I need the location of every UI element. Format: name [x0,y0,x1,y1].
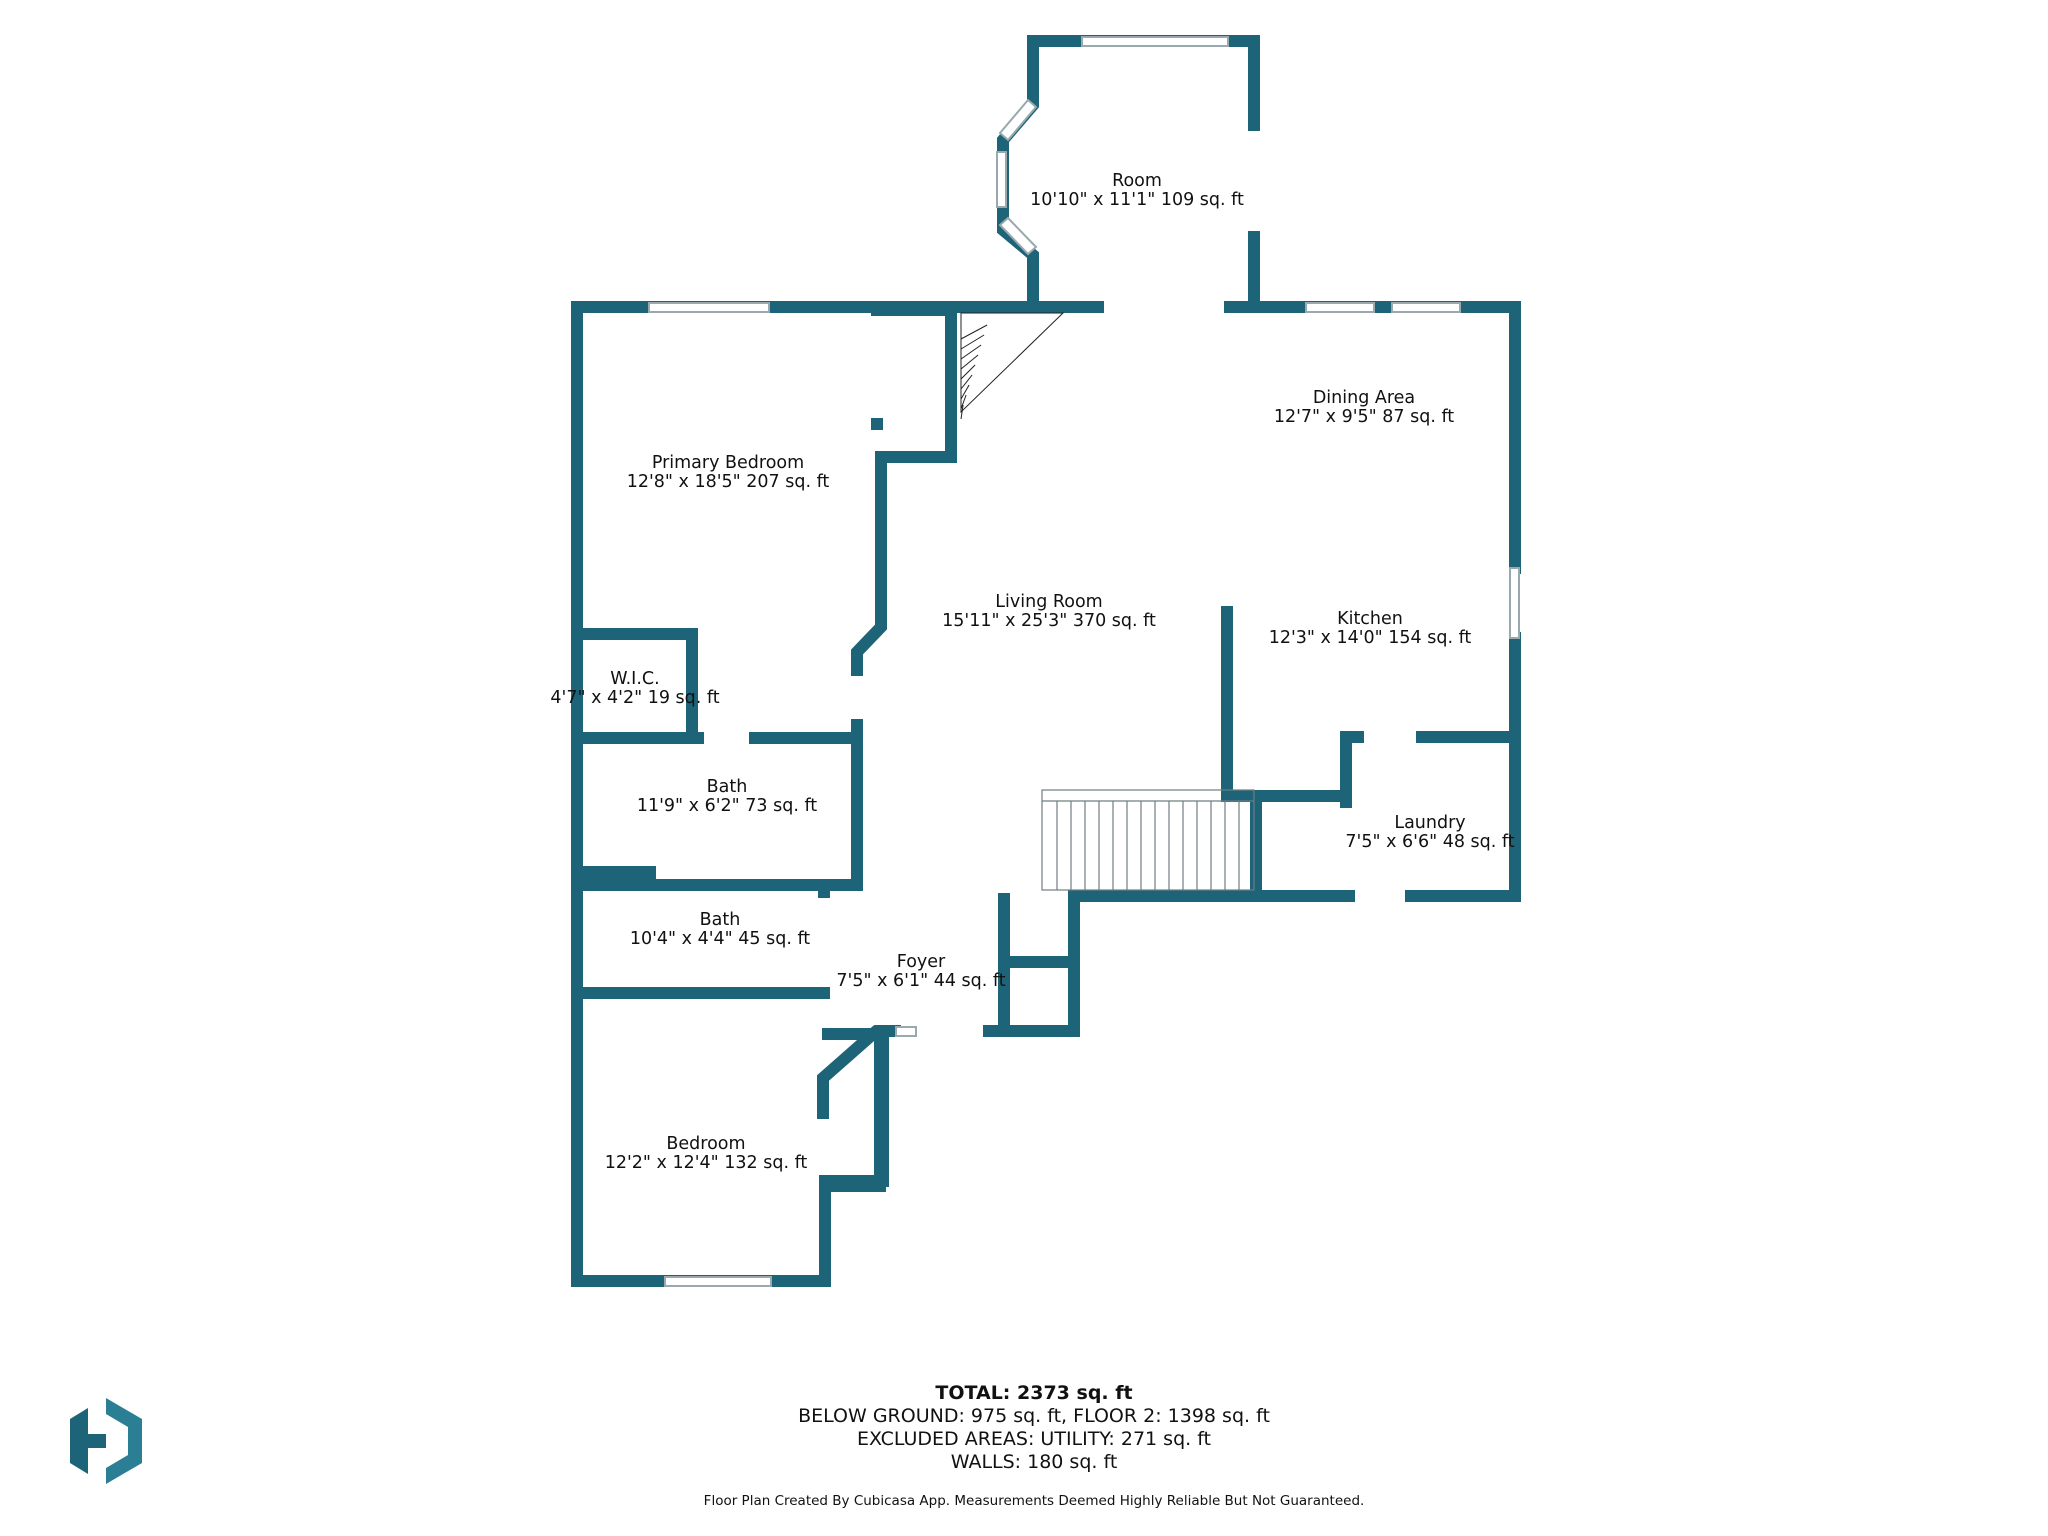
chimney-hatch-line [960,324,988,340]
summary-line-3: WALLS: 180 sq. ft [950,1451,1118,1473]
bath-vanity [580,866,656,891]
window-sunroom-top [1081,36,1229,47]
chimney-hatch [960,324,988,420]
window-kitchen-right [1509,567,1520,639]
window-primary-top [648,302,770,313]
summary-line-2: EXCLUDED AREAS: UTILITY: 271 sq. ft [856,1428,1212,1450]
room-label-bath-2: Bath 10'4" x 4'4" 45 sq. ft [629,910,811,949]
room-label-living-room: Living Room 15'11" x 25'3" 370 sq. ft [942,592,1156,631]
chimney-hatch-line [960,394,967,410]
laundry-wall-left [1340,731,1364,808]
wic-wall [574,628,698,744]
window-foyer [895,1026,917,1037]
chimney-hatch-line [960,334,985,350]
total-area: TOTAL: 2373 sq. ft [935,1382,1133,1404]
closet-wall [851,304,957,676]
chimney [960,312,1065,414]
chimney-hatch-line [960,384,970,400]
summary-line-1: BELOW GROUND: 975 sq. ft, FLOOR 2: 1398 … [798,1405,1270,1427]
foyer-wall-right [983,890,1080,1037]
stair-treads [1056,801,1240,890]
room-label-wic: W.I.C. 4'7" x 4'2" 19 sq. ft [550,669,720,708]
window-bedroom-bottom [664,1276,772,1287]
area-summary: TOTAL: 2373 sq. ft BELOW GROUND: 975 sq.… [798,1382,1270,1474]
walls [571,35,1521,1287]
outer-wall-top-right [1224,301,1521,574]
outer-wall-right [1405,632,1521,902]
room-label-primary-bedroom: Primary Bedroom 12'8" x 18'5" 207 sq. ft [626,453,830,492]
window-dining-a [1305,302,1375,313]
bedroom-closet-angle [817,1025,882,1119]
disclaimer: Floor Plan Created By Cubicasa App. Meas… [703,1493,1365,1509]
room-label-sunroom: Room 10'10" x 11'1" 109 sq. ft [1030,171,1244,210]
room-label-foyer: Foyer 7'5" x 6'1" 44 sq. ft [836,952,1006,991]
windows [648,36,1520,1287]
room-label-bedroom: Bedroom 12'2" x 12'4" 132 sq. ft [604,1134,808,1173]
room-label-laundry: Laundry 7'5" x 6'6" 48 sq. ft [1345,813,1515,852]
chimney-hatch-line [960,364,976,380]
stairs [1041,789,1255,891]
room-label-kitchen: Kitchen 12'3" x 14'0" 154 sq. ft [1268,609,1472,648]
stairs-outline [1041,789,1255,891]
bedroom-closet-wall [824,1025,886,1192]
room-label-bath-1: Bath 11'9" x 6'2" 73 sq. ft [636,777,818,816]
cubicasa-logo-icon [70,1398,142,1484]
room-label-dining-area: Dining Area 12'7" x 9'5" 87 sq. ft [1273,388,1455,427]
chimney-hatch-line [960,344,982,360]
window-sunroom-diag-a [998,98,1038,142]
window-sunroom-diag-b [998,216,1038,256]
window-sunroom-left [996,151,1007,208]
chimney-hatch-line [960,354,979,370]
window-dining-b [1391,302,1461,313]
chimney-hatch-line [960,374,973,390]
chimney-hatch-line [960,404,964,420]
